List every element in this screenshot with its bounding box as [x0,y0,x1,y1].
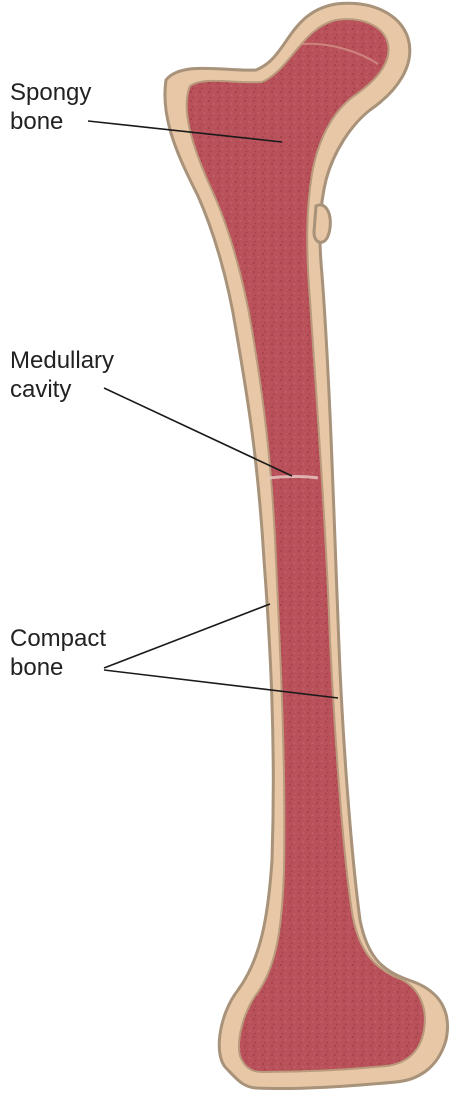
compact-bone-leader-upper [104,604,270,668]
label-spongy-line1: Spongy [10,78,91,107]
label-spongy-bone: Spongy bone [10,78,91,136]
marrow-region [187,19,425,1072]
label-spongy-line2: bone [10,107,91,136]
label-compact-line2: bone [10,653,106,682]
label-medullary-line1: Medullary [10,346,114,375]
label-compact-line1: Compact [10,624,106,653]
shaft-band [268,477,318,479]
label-compact-bone: Compact bone [10,624,106,682]
lesser-trochanter [314,205,330,242]
label-medullary-line2: cavity [10,375,114,404]
label-medullary-cavity: Medullary cavity [10,346,114,404]
